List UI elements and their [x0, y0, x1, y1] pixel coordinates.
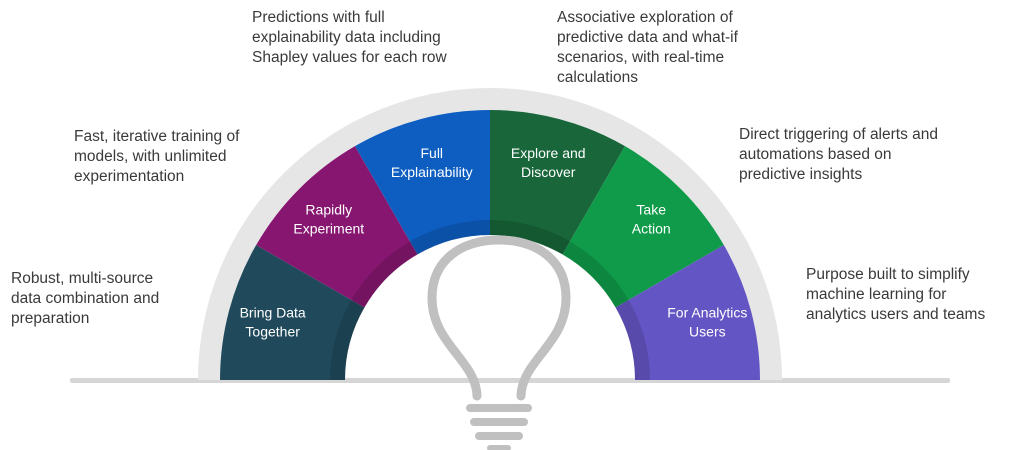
segment-take-action — [562, 146, 724, 308]
bring-data-description: Robust, multi-source data combination an… — [11, 269, 159, 329]
explore-description-line: calculations — [557, 69, 638, 86]
segment-label-line: Action — [632, 220, 671, 236]
segment-rapidly-experiment — [256, 146, 418, 308]
segment-label-line: Full — [420, 145, 443, 161]
arc-segments — [220, 110, 760, 380]
segment-label-line: Discover — [521, 164, 576, 180]
explainability-description-line: Predictions with full — [252, 9, 385, 26]
segment-label-line: Together — [245, 323, 300, 339]
experiment-description-line: models, with unlimited — [74, 148, 227, 165]
experiment-description-line: experimentation — [74, 168, 185, 185]
segment-label-line: Rapidly — [305, 201, 352, 217]
explainability-description: Predictions with full explainability dat… — [252, 8, 447, 68]
action-description-line: Direct triggering of alerts and — [739, 126, 939, 143]
explainability-description-line: explainability data including — [252, 29, 441, 46]
segment-label-line: For Analytics — [667, 304, 747, 320]
action-description-line: automations based on — [739, 146, 892, 163]
experiment-description: Fast, iterative training of models, with… — [74, 127, 239, 187]
segment-label-line: Take — [636, 201, 666, 217]
segment-for-analytics-users — [615, 245, 760, 380]
action-description: Direct triggering of alerts and automati… — [739, 125, 938, 185]
action-description-line: predictive insights — [739, 166, 863, 183]
segment-label-line: Bring Data — [240, 304, 306, 320]
segment-label-line: Explore and — [511, 145, 586, 161]
segment-label-line: Users — [689, 323, 726, 339]
segment-bring-data-together — [220, 245, 365, 380]
bring-data-description-line: Robust, multi-source — [11, 270, 154, 287]
explore-description-line: predictive data and what-if — [557, 29, 738, 46]
bring-data-description-line: preparation — [11, 310, 90, 327]
segment-explore-and-discover — [490, 110, 625, 255]
explainability-description-line: Shapley values for each row — [252, 49, 447, 66]
segment-label-line: Explainability — [391, 164, 473, 180]
lightbulb-icon — [427, 235, 571, 450]
users-description-line: machine learning for — [806, 286, 947, 303]
bring-data-description-line: data combination and — [11, 290, 160, 307]
users-description-line: analytics users and teams — [806, 306, 986, 323]
users-description-line: Purpose built to simplify — [806, 266, 970, 283]
explore-description-line: scenarios, with real-time — [557, 49, 725, 66]
explore-description: Associative exploration of predictive da… — [557, 8, 738, 88]
explore-description-line: Associative exploration of — [557, 9, 733, 26]
experiment-description-line: Fast, iterative training of — [74, 128, 240, 145]
users-description: Purpose built to simplify machine learni… — [806, 265, 985, 325]
segment-label-line: Experiment — [293, 220, 364, 236]
segment-full-explainability — [355, 110, 490, 255]
